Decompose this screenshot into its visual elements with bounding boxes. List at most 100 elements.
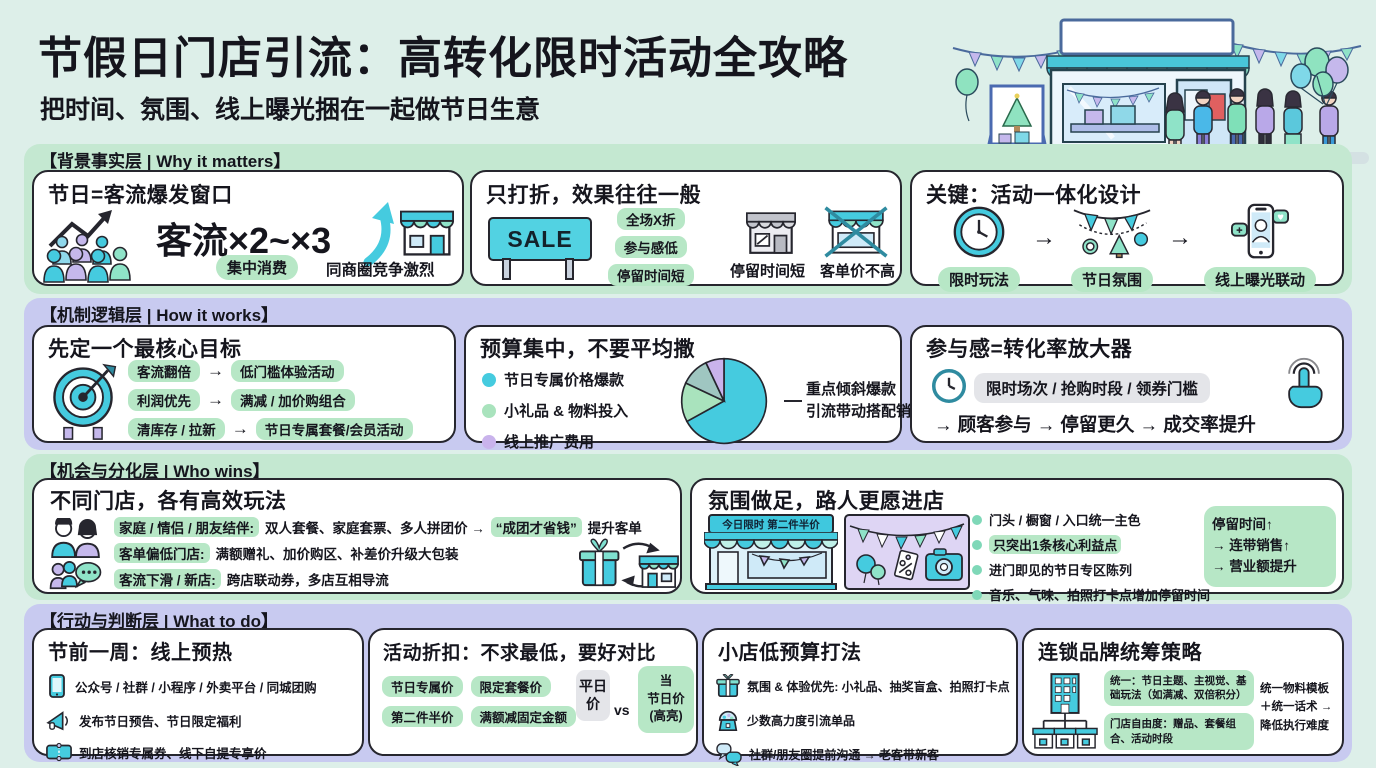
section-label: 【背景事实层 | Why it matters】 <box>40 152 291 171</box>
card-chain-strategy: 连锁品牌统筹策略 统一：节日主题、主视觉、基础玩法（如满减、双倍积分） <box>1022 628 1344 756</box>
promo-shopfront-icon: 今日限时 第二件半价 <box>704 514 838 590</box>
phone-icon <box>49 674 65 698</box>
card-discount-only: 只打折，效果往往一般 SALE 全场X折 参与感低 停留时间短 <box>470 170 902 286</box>
card-discount-compare: 活动折扣：不求最低，要好对比 节日专属价 限定套餐价 第二件半价 满额减固定金额… <box>368 628 698 756</box>
legend-dot <box>482 403 496 418</box>
bullet-dot <box>972 539 982 550</box>
step-pill: 限时玩法 <box>937 267 1020 292</box>
downside-pills: 全场X折 参与感低 停留时间短 <box>608 208 694 286</box>
gray-store-icon <box>745 212 797 254</box>
section-label: 【机会与分化层 | Who wins】 <box>40 462 270 481</box>
gumball-icon <box>718 710 738 731</box>
card-title: 参与感=转化率放大器 <box>926 338 1133 361</box>
store-freedom: 门店自由度：赠品、套餐组合、活动时段 <box>1104 713 1254 750</box>
section-what-to-do: 【行动与判断层 | What to do】 节前一周：线上预热 公众号 / 社群… <box>24 604 1352 766</box>
target-icon <box>53 363 117 440</box>
item-row: 少数高力度引流单品 <box>716 708 1010 732</box>
rise-arrow-icon <box>363 202 394 266</box>
group-chat-icon <box>49 561 102 590</box>
card-store-playbooks: 不同门店，各有高效玩法 家 <box>32 478 682 594</box>
unified-rules: 统一：节日主题、主视觉、基础玩法（如满减、双倍积分） <box>1104 670 1254 707</box>
participation-pill: 限时场次 / 抢购时段 / 领券门槛 <box>974 373 1210 403</box>
card-title: 预算集中，不要平均撒 <box>480 338 695 361</box>
festive-storefront-illustration <box>945 18 1369 164</box>
competition-note: 同商圈竞争激烈 <box>326 262 435 279</box>
card-title: 连锁品牌统筹策略 <box>1038 642 1202 664</box>
chat-icon <box>716 743 742 766</box>
shop-sign: 今日限时 第二件半价 <box>708 514 834 534</box>
step-pill: 线上曝光联动 <box>1204 267 1317 292</box>
bullet: 进门即见的节日专区陈列 <box>972 560 1210 579</box>
participation-flow: → 顾客参与 → 停留更久 → 成交率提升 <box>934 414 1256 435</box>
card-participation: 参与感=转化率放大器 限时场次 / 抢购时段 / 领券门槛 → 顾客参与 → 停… <box>910 325 1344 443</box>
playbook-rows: 家庭 / 情侣 / 朋友结伴: 双人套餐、家庭套票、多人拼团价 → “成团才省钱… <box>114 517 642 589</box>
card-low-budget: 小店低预算打法 氛围 & 体验优先: 小礼品、抽奖盲盒、拍照打卡点 <box>702 628 1018 766</box>
tap-icon <box>1288 358 1323 409</box>
traffic-stat: 客流×2~×3 <box>156 220 332 261</box>
low-budget-items: 氛围 & 体验优先: 小礼品、抽奖盲盒、拍照打卡点 少数高力度引流单品 <box>716 674 1010 766</box>
bullet: 音乐、气味、拍照打卡点增加停留时间 <box>972 585 1210 604</box>
annotation-line <box>784 400 802 402</box>
goal-row: 客流翻倍 → 低门槛体验活动 <box>128 360 413 382</box>
design-steps: 限时玩法 → <box>920 203 1334 292</box>
legend-item: 节日专属价格爆款 <box>482 369 628 390</box>
card-integrated-design: 关键：活动一体化设计 限时玩法 → <box>910 170 1344 292</box>
crowd-growth-icon <box>43 210 131 283</box>
weekday-price-box: 平日价 <box>576 670 610 721</box>
bullet-dot <box>972 564 982 575</box>
pie-annotation: 重点倾斜爆款 引流带动搭配销售 <box>806 381 927 420</box>
card-core-goal: 先定一个最核心目标 客流翻倍 → 低门槛体验活动 利润优先 <box>32 325 456 443</box>
arrow: → <box>1168 224 1192 251</box>
garland-icon <box>1073 209 1151 259</box>
store-icon <box>399 210 455 256</box>
playbook-row: 家庭 / 情侣 / 朋友结伴: 双人套餐、家庭套票、多人拼团价 → “成团才省钱… <box>114 517 642 537</box>
section-how-it-works: 【机制逻辑层 | How it works】 先定一个最核心目标 客流翻倍 → … <box>24 298 1352 451</box>
item-row: 社群/朋友圈提前沟通 → 老客带新客 <box>716 742 1010 766</box>
section-label: 【机制逻辑层 | How it works】 <box>40 306 279 325</box>
chain-org-icon <box>1032 673 1098 749</box>
playbook-row: 客单偏低门店: 满额赠礼、加价购区、补差价升级大包装 <box>114 543 642 563</box>
phone-social-icon <box>1230 203 1289 259</box>
goal-row: 利润优先 → 满减 / 加价购组合 <box>128 389 413 411</box>
card-preheat: 节前一周：线上预热 公众号 / 社群 / 小程序 / 外卖平台 / 同城团购 <box>32 628 364 762</box>
bullet-dot <box>972 589 982 600</box>
page-title: 节假日门店引流：高转化限时活动全攻略 <box>38 34 848 83</box>
page-subtitle: 把时间、氛围、线上曝光捆在一起做节日生意 <box>40 96 541 124</box>
card-title: 小店低预算打法 <box>718 642 862 664</box>
bullet: 门头 / 橱窗 / 入口统一主色 <box>972 510 1210 529</box>
section-why-it-matters: 【背景事实层 | Why it matters】 节日=客流爆发窗口 客流×2~… <box>24 144 1352 294</box>
goal-row: 清库存 / 拉新 → 节日专属套餐/会员活动 <box>128 418 413 440</box>
sale-board: SALE <box>488 217 592 261</box>
gift-store-exchange-icon <box>579 538 679 588</box>
crossed-store-icon <box>824 206 888 258</box>
gift-icon <box>716 674 740 697</box>
card-title: 只打折，效果往往一般 <box>486 184 701 207</box>
card-title: 先定一个最核心目标 <box>48 338 242 361</box>
item-row: 氛围 & 体验优先: 小礼品、抽奖盲盒、拍照打卡点 <box>716 674 1010 698</box>
couple-icon <box>51 518 100 558</box>
decor-panel-icon <box>844 514 970 590</box>
goal-rows: 客流翻倍 → 低门槛体验活动 利润优先 → 满减 / 加价购组合 清库存 / 拉… <box>128 360 413 440</box>
clock-icon <box>953 206 1005 258</box>
card-traffic-burst: 节日=客流爆发窗口 客流×2~×3 <box>32 170 464 286</box>
item-row: 发布节日预告、节日限定福利 <box>46 709 317 731</box>
step-pill: 节日氛围 <box>1070 267 1153 292</box>
card-title: 不同门店，各有高效玩法 <box>50 490 287 513</box>
sale-sign-icon: SALE <box>488 212 594 282</box>
atmosphere-result-box: 停留时间↑ → 连带销售↑ → 营业额提升 <box>1204 506 1336 587</box>
budget-pie <box>680 357 768 445</box>
bullet: 只突出1条核心利益点 <box>972 535 1210 554</box>
chain-rules: 统一：节日主题、主视觉、基础玩法（如满减、双倍积分） 门店自由度：赠品、套餐组合… <box>1104 670 1254 750</box>
megaphone-icon <box>46 711 68 731</box>
section-who-wins: 【机会与分化层 | Who wins】 不同门店，各有高效玩法 <box>24 454 1352 603</box>
arrow: → <box>1032 224 1056 251</box>
arrow: → <box>207 361 224 380</box>
preheat-items: 公众号 / 社群 / 小程序 / 外卖平台 / 同城团购 发布节日预告、节日限定… <box>46 674 317 762</box>
item-row: 公众号 / 社群 / 小程序 / 外卖平台 / 同城团购 <box>46 674 317 698</box>
vs-label: vs <box>614 702 630 718</box>
discount-pills: 节日专属价 限定套餐价 第二件半价 满额减固定金额 <box>382 676 577 727</box>
coupon-icon <box>46 742 72 762</box>
legend-dot <box>482 434 496 449</box>
arrow: → <box>207 390 224 409</box>
